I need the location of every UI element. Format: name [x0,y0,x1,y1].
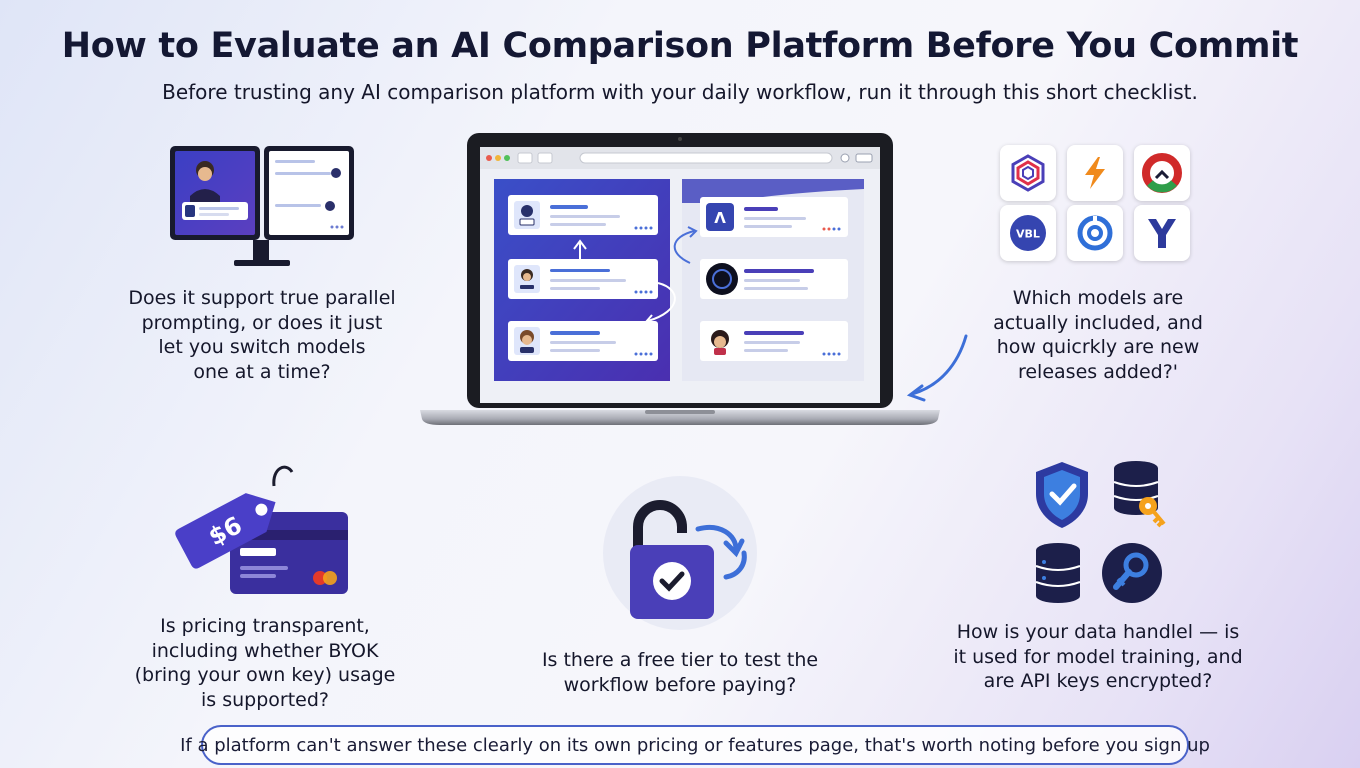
hexagon-logo-icon [1000,145,1056,201]
vbl-logo-text: VBL [1016,228,1040,241]
page-subtitle: Before trusting any AI comparison platfo… [162,80,1198,104]
database-icon [1035,543,1081,603]
curved-arrow-icon [906,334,968,402]
question-parallel: Does it support true parallel prompting,… [128,287,396,383]
svg-text:Λ: Λ [714,209,726,227]
circle-logo-icon [1067,205,1123,261]
y-logo-icon [1134,205,1190,261]
question-models: Which models are actually included, and … [993,287,1203,383]
question-data: How is your data handlel — is it used fo… [953,621,1243,692]
shield-check-icon [1036,462,1088,528]
unlock-icon [603,476,757,630]
encrypted-link-icon [1102,543,1162,603]
vbl-logo-icon: VBL [1000,205,1056,261]
price-tag-card-icon: $6 [175,465,348,594]
database-key-icon [1113,461,1166,528]
bolt-logo-icon [1067,145,1123,201]
laptop-illustration: Λ [420,133,940,425]
footer-note: If a platform can't answer these clearly… [180,725,1210,765]
question-free-tier: Is there a free tier to test the workflo… [541,649,819,696]
dual-monitor-icon [170,146,354,266]
footer-note-text: If a platform can't answer these clearly… [180,734,1210,756]
question-pricing: Is pricing transparent, including whethe… [134,615,396,711]
page-title: How to Evaluate an AI Comparison Platfor… [61,26,1299,66]
ring-logo-icon [1134,145,1190,201]
